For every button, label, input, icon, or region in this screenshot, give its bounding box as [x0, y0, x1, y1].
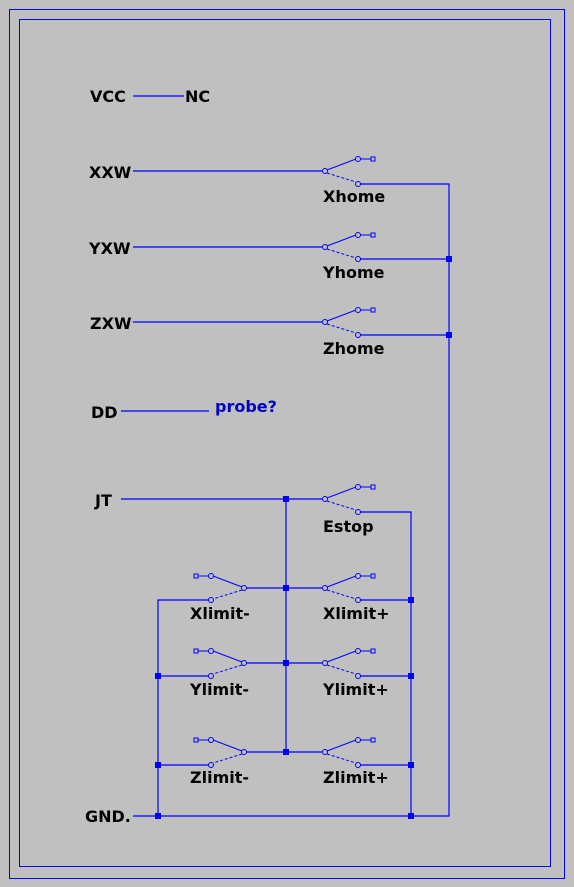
switch-xlimit-plus: [322, 573, 376, 603]
wires: [121, 95, 450, 817]
wire-home-bus: [133, 183, 450, 817]
label-ylimit-minus: Ylimit-: [189, 680, 249, 699]
label-zhome: Zhome: [323, 339, 385, 358]
pin-jt: JT: [94, 491, 112, 510]
label-zlimit-plus: Zlimit+: [323, 768, 389, 787]
probe-note: probe?: [215, 397, 277, 416]
switch-xhome: [322, 156, 376, 187]
pin-gnd: GND.: [85, 807, 131, 826]
label-zlimit-minus: Zlimit-: [190, 768, 249, 787]
pin-xxw: XXW: [89, 163, 132, 182]
pin-zxw: ZXW: [90, 314, 132, 333]
label-xlimit-minus: Xlimit-: [190, 604, 250, 623]
switch-yhome: [322, 232, 376, 262]
label-xlimit-plus: Xlimit+: [323, 604, 390, 623]
switch-ylimit-minus: [193, 648, 247, 679]
switch-ylimit-plus: [322, 648, 376, 679]
inner-frame: [19, 19, 551, 867]
switch-zhome: [322, 307, 376, 338]
pin-yxw: YXW: [88, 239, 131, 258]
label-yhome: Yhome: [322, 263, 385, 282]
label-estop: Estop: [323, 517, 374, 536]
switch-zlimit-minus: [193, 737, 247, 768]
label-xhome: Xhome: [323, 187, 385, 206]
switch-xlimit-minus: [193, 573, 247, 603]
wire-right-bus: [360, 511, 412, 816]
outer-frame: [9, 9, 565, 879]
wire-left-bus: [157, 599, 211, 816]
pin-vcc: VCC: [90, 87, 126, 106]
pin-dd: DD: [91, 403, 118, 422]
junctions: [155, 256, 452, 819]
label-ylimit-plus: Ylimit+: [322, 680, 389, 699]
switch-estop: [322, 484, 376, 515]
switch-zlimit-plus: [322, 737, 376, 768]
pin-nc: NC: [185, 87, 210, 106]
